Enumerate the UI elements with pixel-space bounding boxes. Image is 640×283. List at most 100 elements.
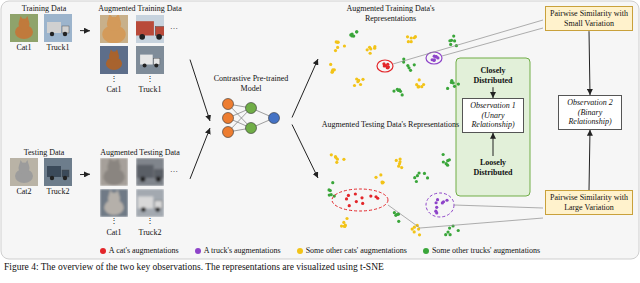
scatter-point [334,155,337,158]
scatter-point [335,40,338,43]
scatter-point [457,83,460,86]
network-neuron [246,103,257,114]
image-label: Truck1 [47,43,70,53]
scatter-point [343,44,346,47]
image-label: Truck2 [47,187,70,197]
group-label-box: Closely Distributed [460,64,526,87]
observation-panel [456,58,530,196]
scatter-point [435,206,438,209]
background-panel [1,1,639,259]
legend-item: A cat's augmentations [100,246,179,256]
image-label: Cat1 [106,228,121,238]
network-neuron [223,99,234,110]
scatter-point [413,226,416,229]
truck-wheel [139,34,145,40]
scatter-point [360,196,363,199]
scatter-point [441,201,444,204]
scatter-point [446,230,449,233]
truck-wheel [156,34,162,40]
scatter-point [398,162,401,165]
node-text: Closely Distributed [463,66,523,85]
group-label-box: Augmented Training Data's Representation… [318,2,463,97]
scatter-point [407,40,410,43]
node-text: Augmented Testing Data [93,148,187,158]
process-box: Observation 2 (Binary Relationship) [558,95,622,130]
legend: A cat's augmentations A truck's augmentat… [0,246,640,256]
group-label-box: Loosely Distributed [460,156,526,179]
image-label: Cat1 [16,43,31,53]
scatter-point [328,194,331,197]
scatter-point [434,201,437,204]
image-label: ⋮ [110,216,118,226]
scatter-point [396,213,399,216]
leader-line [442,28,543,56]
truck-wheel [140,177,145,182]
scatter-point [374,176,377,179]
node-text: Augmented Training Data's Representation… [321,4,460,23]
truck-wheel [155,207,160,212]
legend-text: A truck's augmentations [204,246,281,256]
arrow-connector [589,130,590,190]
image-ground [100,158,128,186]
image-ground [10,158,38,186]
legend-text: Some other cats' augmentations [306,246,407,256]
arrow-connector [493,87,494,98]
image-label: Truck2 [139,228,162,238]
scatter-point [353,84,356,87]
scatter-point [445,162,448,165]
truck-box [47,22,61,33]
scatter-point [420,85,423,88]
image-label: ⋮ [110,74,118,84]
scatter-point [442,160,445,163]
node-text: Pairwise Similarity with Small Variation [549,9,629,28]
scatter-point [336,46,339,49]
legend-item: Some other cats' augmentations [297,246,407,256]
scatter-point [453,39,456,42]
scatter-point [354,192,357,195]
network-neuron [223,113,234,124]
scatter-point [446,87,449,90]
scatter-point [426,176,429,179]
arrow-connector [292,59,318,118]
group-label-box: Augmented Training Data [90,2,190,98]
scatter-point [330,71,333,74]
scatter-point [355,77,358,80]
legend-swatch [297,248,303,254]
scatter-point [369,52,372,55]
scatter-point [423,172,426,175]
scatter-point [452,34,455,37]
image-ground [100,15,128,43]
truck-box [47,166,61,177]
scatter-point [369,195,372,198]
node-text: Training Data [11,4,77,14]
scatter-point [345,197,348,200]
cat-ears [19,16,29,22]
group-label-box: Augmented Testing Data [90,146,190,240]
scatter-point [448,227,451,230]
scatter-point [453,85,456,88]
truck-wheel [154,63,158,67]
node-text: Contrastive Pre-trained Model [213,74,289,93]
scatter-point [401,93,404,96]
scatter-point [373,45,376,48]
image-ground [44,158,72,186]
scatter-point [413,63,416,66]
scatter-point [418,78,421,81]
process-box: Observation 1 (Unary Relationship) [462,98,524,133]
image-ground [136,46,164,74]
arrow-connector [190,60,210,121]
scatter-point [361,78,364,81]
image-ground [100,46,128,74]
network-neuron [269,113,280,124]
scatter-point [348,204,351,207]
scatter-point [381,181,384,184]
scatter-point [410,36,413,39]
group-label-box: Augmented Testing Data's Representations [318,118,463,238]
legend-item: A truck's augmentations [195,246,281,256]
leader-line [388,205,543,228]
scatter-point [415,180,418,183]
cluster-outline [332,189,388,211]
scatter-point [336,158,339,161]
scatter-point [449,43,452,46]
